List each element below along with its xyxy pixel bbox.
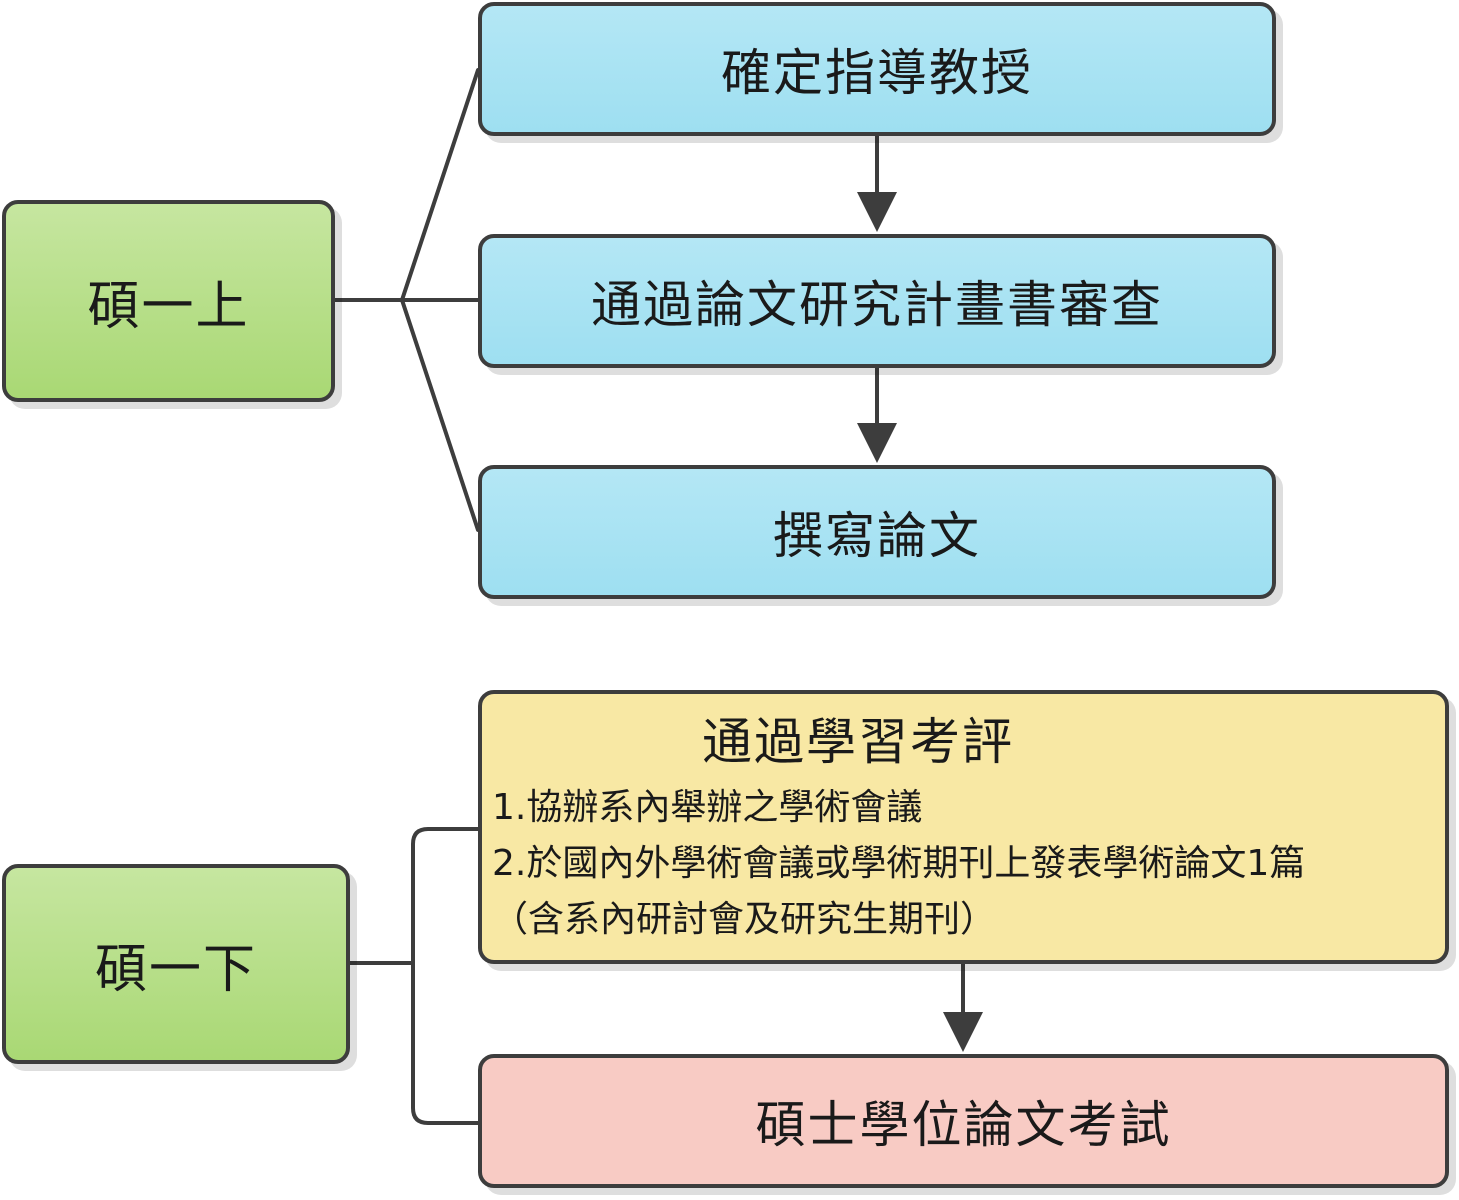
step-evaluation-item-1: 1.協辦系內舉辦之學術會議 — [492, 787, 923, 828]
step-evaluation-title: 通過學習考評 — [702, 713, 1014, 771]
semester-first-down-box: 碩一下 — [2, 864, 350, 1064]
step-writing-box: 撰寫論文 — [478, 465, 1276, 599]
semester-first-down-label: 碩一下 — [94, 939, 257, 1000]
step-evaluation-box: 通過學習考評 1.協辦系內舉辦之學術會議 2.於國內外學術會議或學術期刊上發表學… — [478, 690, 1449, 964]
bracket-first-up — [333, 68, 480, 532]
arrow-proposal-to-writing — [857, 368, 897, 463]
step-evaluation-item-2: 2.於國內外學術會議或學術期刊上發表學術論文1篇 — [492, 843, 1306, 884]
step-advisor-box: 確定指導教授 — [478, 2, 1276, 136]
step-defense-box: 碩士學位論文考試 — [478, 1054, 1449, 1188]
step-advisor-label: 確定指導教授 — [721, 44, 1033, 102]
arrow-evaluation-to-defense — [943, 964, 983, 1052]
step-defense-label: 碩士學位論文考試 — [755, 1096, 1172, 1154]
arrow-advisor-to-proposal — [857, 136, 897, 232]
step-writing-label: 撰寫論文 — [773, 507, 981, 565]
semester-first-up-label: 碩一上 — [87, 276, 250, 337]
semester-first-up-box: 碩一上 — [2, 200, 335, 402]
step-proposal-box: 通過論文研究計畫書審查 — [478, 234, 1276, 368]
step-proposal-label: 通過論文研究計畫書審查 — [591, 276, 1163, 334]
bracket-first-down — [350, 827, 478, 1125]
step-evaluation-item-2-note: （含系內研討會及研究生期刊） — [492, 899, 997, 940]
